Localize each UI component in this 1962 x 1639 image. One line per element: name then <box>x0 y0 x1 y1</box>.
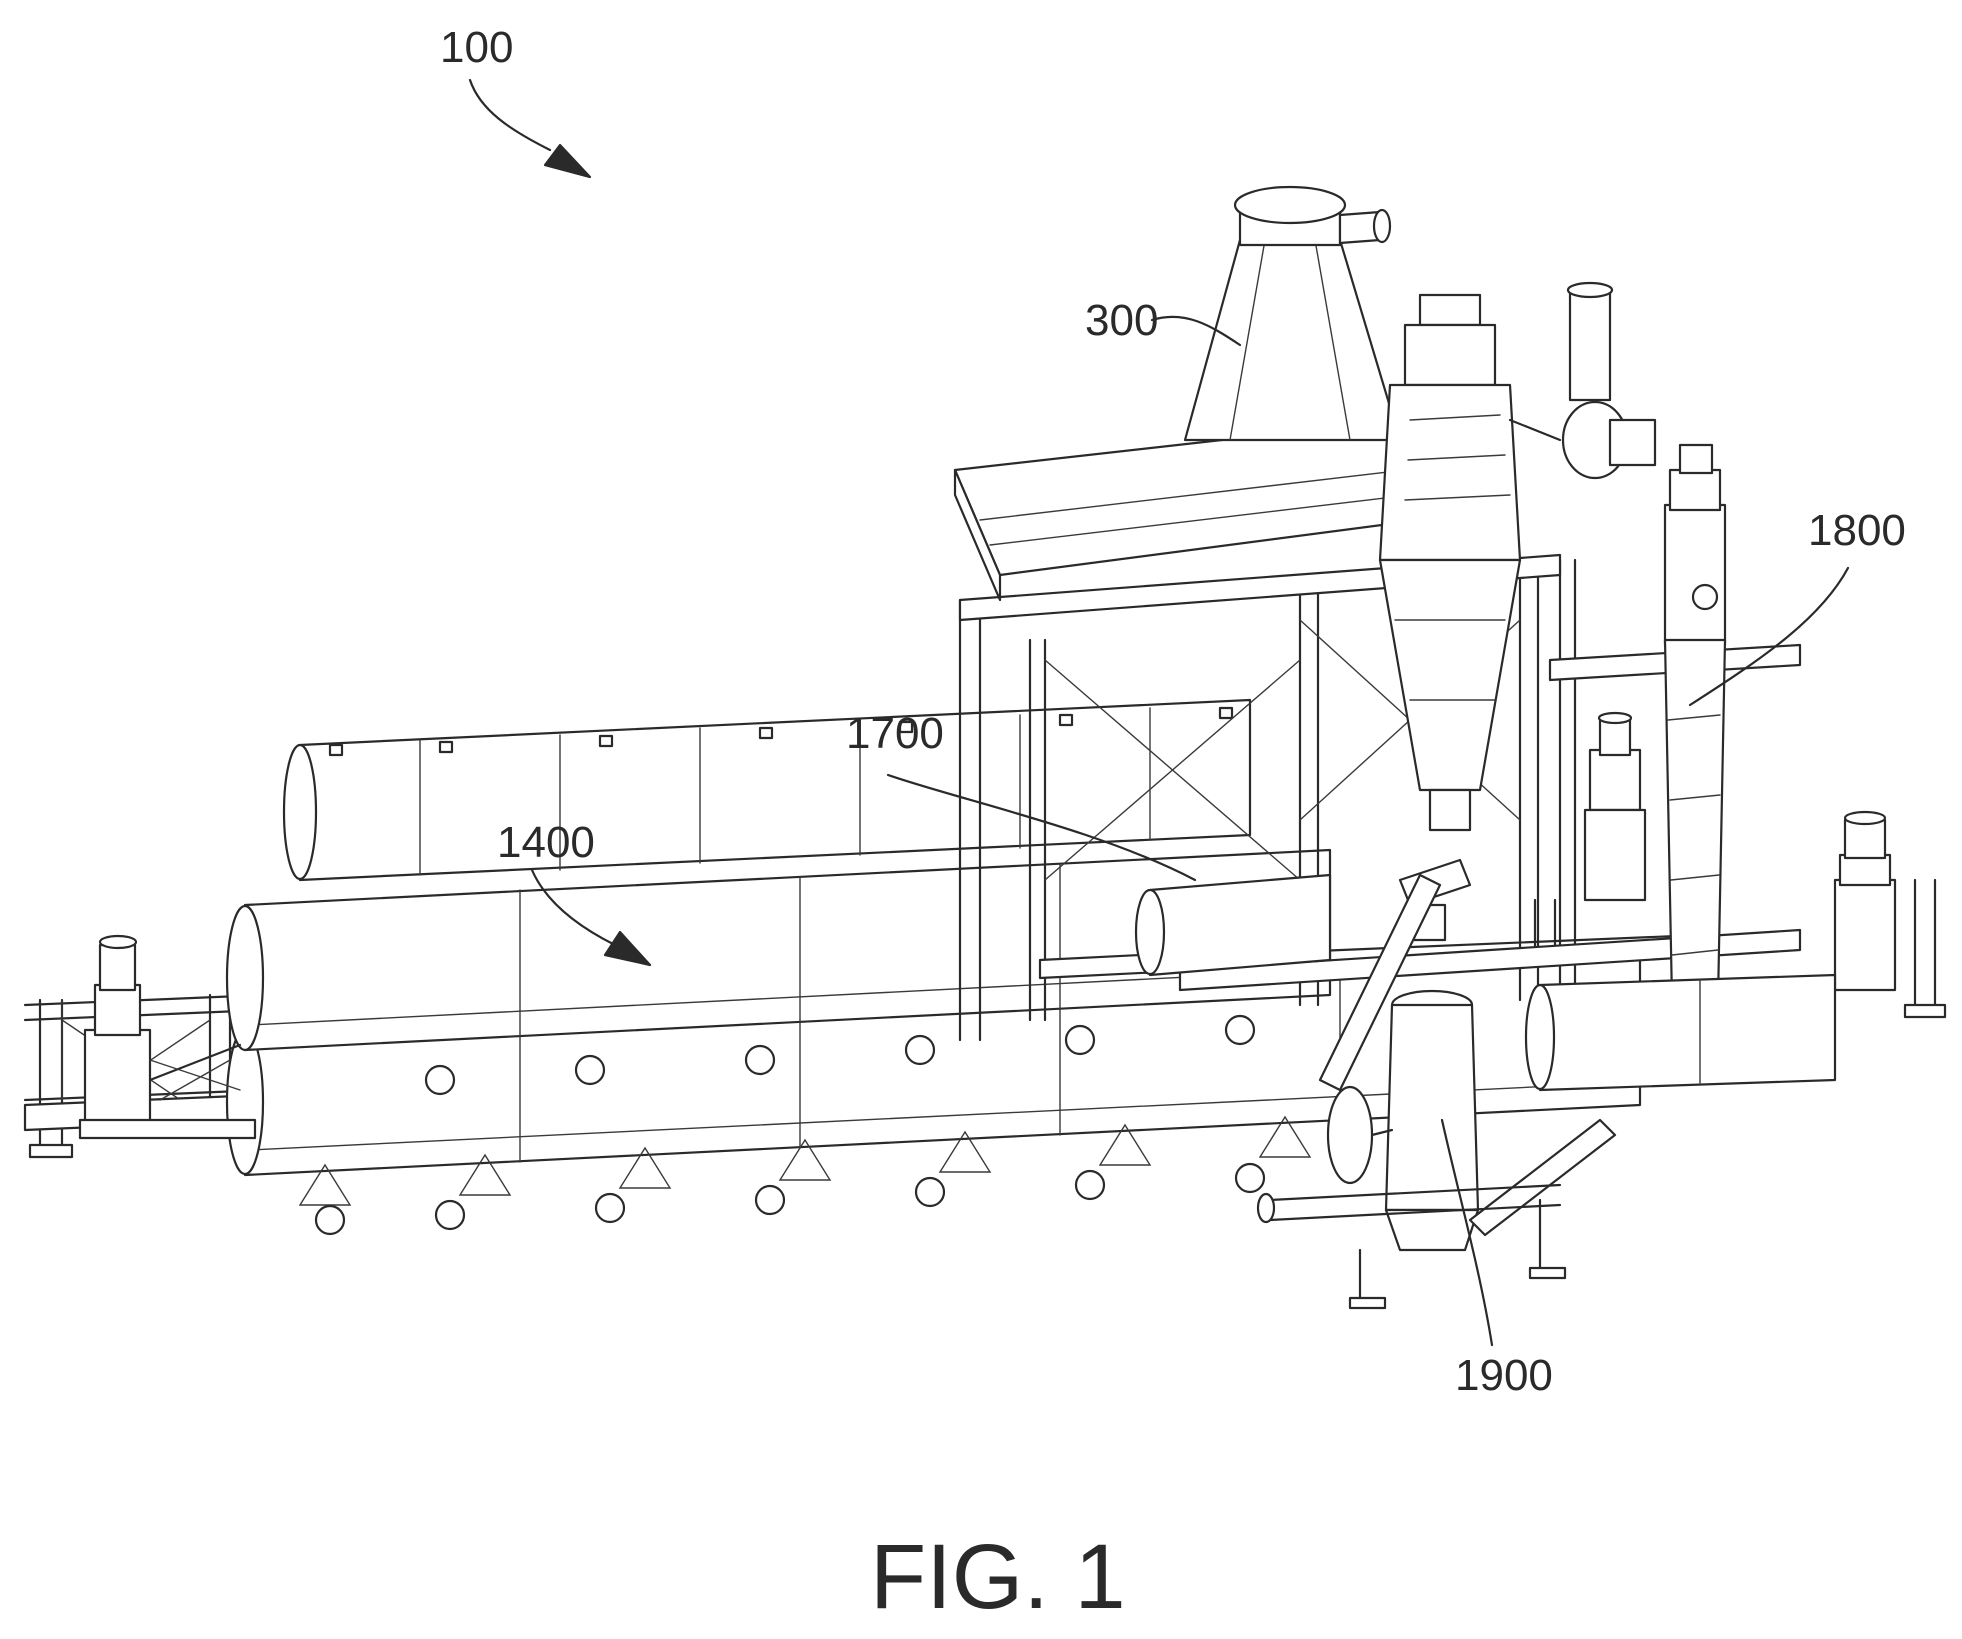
ref-1800: 1800 <box>1808 506 1906 555</box>
ref-1900: 1900 <box>1455 1351 1553 1400</box>
ref-1400: 1400 <box>497 818 595 867</box>
ref-300: 300 <box>1085 296 1158 345</box>
ref-100: 100 <box>440 23 513 72</box>
ref-1700: 1700 <box>846 709 944 758</box>
feed-hopper <box>1185 187 1400 440</box>
vertical-conveyor <box>1665 445 1725 1000</box>
figure-caption: FIG. 1 <box>870 1526 1126 1628</box>
